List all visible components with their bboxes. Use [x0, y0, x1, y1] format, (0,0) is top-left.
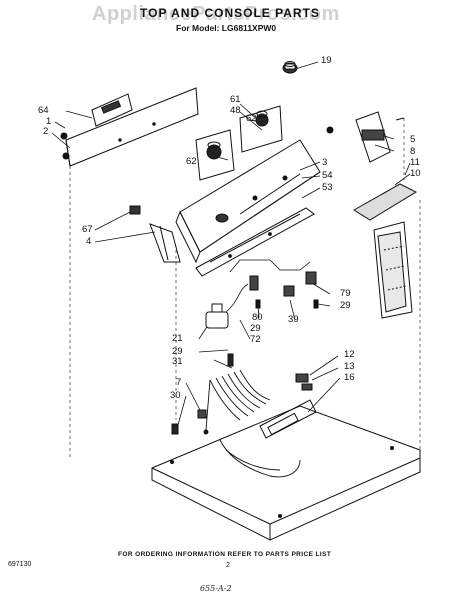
- switch-parts: [229, 259, 319, 309]
- model-subtitle: For Model: LG6811XPW0: [176, 23, 277, 33]
- callout-54: 54: [322, 170, 333, 181]
- callout-29-right: 29: [340, 300, 351, 311]
- callout-4: 4: [86, 236, 92, 247]
- callout-16: 16: [344, 372, 355, 383]
- callout-48: 48: [230, 105, 241, 116]
- thermostat-parts: [259, 373, 317, 439]
- right-bracket-part-5: [326, 111, 405, 163]
- wiring-harness-part-31: [203, 369, 301, 478]
- callout-19: 19: [321, 55, 332, 66]
- capacitor-part-21: [205, 283, 249, 329]
- callout-29-left: 29: [172, 346, 183, 357]
- page-number: 2: [226, 562, 230, 569]
- callout-62-lower: 62: [186, 156, 197, 167]
- screw-part-29: [227, 353, 234, 367]
- callout-5: 5: [410, 134, 416, 145]
- fastener-parts-30: [171, 409, 207, 435]
- ordering-note: FOR ORDERING INFORMATION REFER TO PARTS …: [118, 551, 332, 558]
- timer-part-62: [195, 129, 235, 181]
- callout-67: 67: [82, 224, 93, 235]
- callout-12: 12: [344, 349, 355, 360]
- callout-39: 39: [288, 314, 299, 325]
- callout-13: 13: [344, 361, 355, 372]
- document-code: 697130: [8, 561, 32, 568]
- callout-29-mid: 29: [250, 323, 261, 334]
- knob-part-19: [282, 61, 298, 74]
- callout-1: 1: [46, 116, 52, 127]
- callout-2: 2: [43, 126, 49, 137]
- callout-7: 7: [176, 377, 182, 388]
- callout-72: 72: [250, 334, 261, 345]
- callout-10: 10: [410, 168, 421, 179]
- callout-61: 61: [230, 94, 241, 105]
- assembly-guides: [69, 118, 421, 460]
- watermark: AppliancePartsPros.com: [92, 3, 340, 25]
- callout-3: 3: [322, 157, 328, 168]
- callout-31: 31: [172, 356, 183, 367]
- callout-53: 53: [322, 182, 333, 193]
- callout-11: 11: [410, 157, 420, 168]
- callout-8: 8: [410, 146, 416, 157]
- callout-62-upper: 62: [246, 113, 257, 124]
- console-trim-part-53: [195, 207, 315, 277]
- handwritten-note: 655-A-2: [200, 584, 232, 593]
- top-cover-base: [151, 405, 421, 541]
- callout-30: 30: [170, 390, 181, 401]
- left-console-bracket-part-64: [60, 87, 199, 167]
- console-panel-part-54: [175, 139, 321, 264]
- callout-79: 79: [340, 288, 351, 299]
- control-module-part-61: [239, 105, 283, 153]
- leader-lines: [51, 61, 411, 426]
- end-cap-part-4: [129, 205, 181, 263]
- callout-64: 64: [38, 105, 49, 116]
- diagram-title: TOP AND CONSOLE PARTS: [140, 6, 320, 20]
- callout-21: 21: [172, 333, 183, 344]
- callout-80: 80: [252, 312, 263, 323]
- rear-cover-part-10: [353, 183, 418, 319]
